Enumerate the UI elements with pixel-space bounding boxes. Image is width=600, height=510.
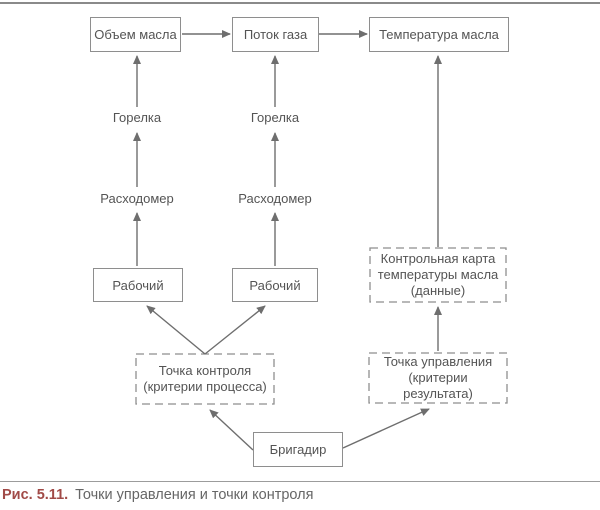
node-control-point: Точка контроля (критерии процесса) <box>143 363 267 394</box>
node-management-point: Точка управления (критерии результата) <box>383 354 493 401</box>
arrow-control-point-to-worker2 <box>204 305 266 355</box>
node-gas-flow: Поток газа <box>232 17 319 52</box>
caption-title: Точки управления и точки контроля <box>75 487 314 503</box>
label-flowmeter-1: Расходомер <box>100 191 174 206</box>
label-flowmeter-2: Расходомер <box>238 191 312 206</box>
node-control-chart: Контрольная карта температуры масла (дан… <box>377 251 499 298</box>
label-burner-1: Горелка <box>112 110 162 125</box>
node-worker-1: Рабочий <box>93 268 183 302</box>
management-point-dashed-border <box>368 352 508 404</box>
figure-caption: Рис. 5.11. Точки управления и точки контр… <box>2 487 314 503</box>
top-rule <box>0 2 600 4</box>
control-chart-dashed-border <box>369 247 507 303</box>
node-oil-volume: Объем масла <box>90 17 181 52</box>
arrow-foreman-to-management-point <box>342 408 430 449</box>
label-burner-2: Горелка <box>250 110 300 125</box>
bottom-rule <box>0 481 600 482</box>
caption-figure-label: Рис. 5.11. <box>2 487 69 503</box>
node-worker-2: Рабочий <box>232 268 318 302</box>
arrow-foreman-to-control-point <box>209 409 254 451</box>
node-oil-temperature: Температура масла <box>369 17 509 52</box>
arrow-control-point-to-worker1 <box>146 305 206 355</box>
node-foreman: Бригадир <box>253 432 343 467</box>
